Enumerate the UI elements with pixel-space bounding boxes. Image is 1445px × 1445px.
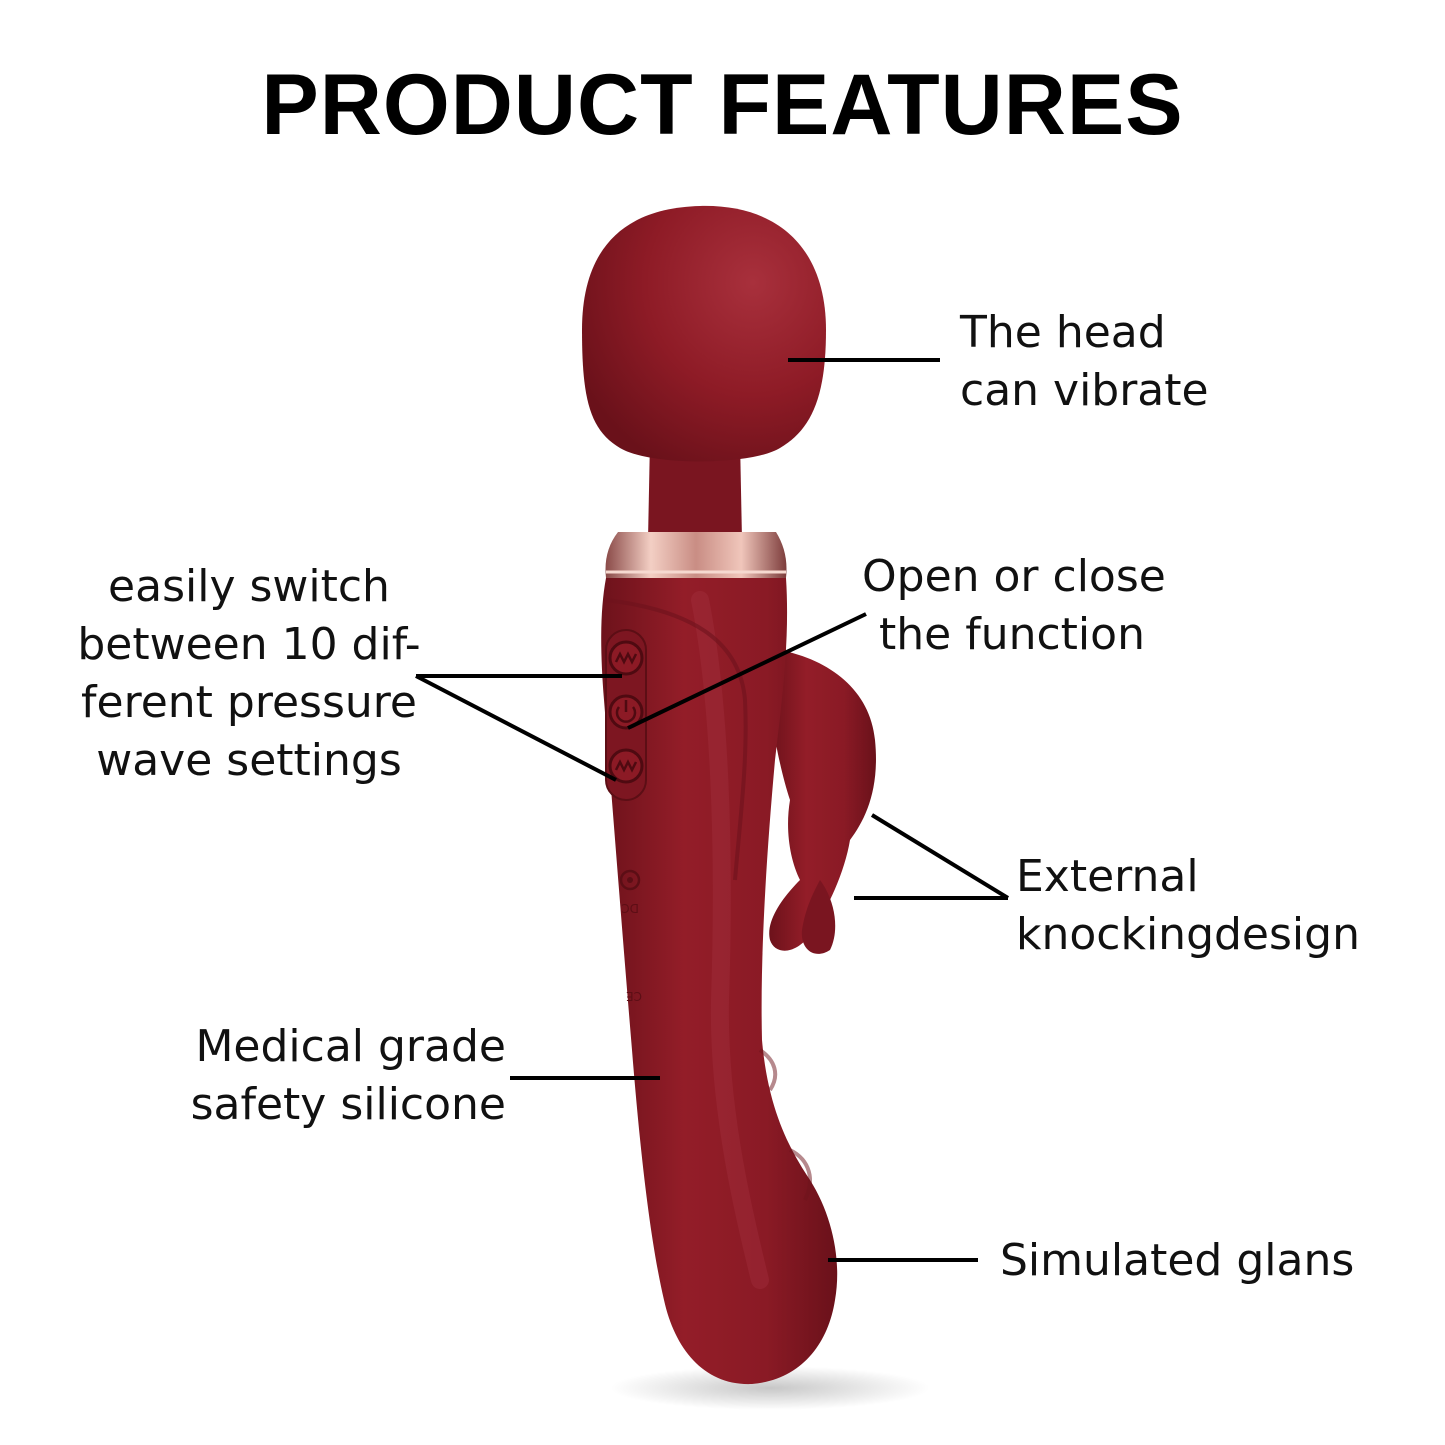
power-button[interactable] xyxy=(608,694,644,730)
mode-button-lower[interactable] xyxy=(608,748,644,784)
label-switch-line-1: easily switch xyxy=(108,561,390,612)
shaft-highlight xyxy=(691,591,769,1289)
mode-button-upper[interactable] xyxy=(608,640,644,676)
label-switch: easily switch between 10 dif- ferent pre… xyxy=(74,558,424,790)
label-external: External knockingdesign xyxy=(1016,848,1360,964)
label-power-line-2: the function xyxy=(879,609,1145,660)
label-glans-line-1: Simulated glans xyxy=(1000,1235,1355,1286)
label-external-line-1: External xyxy=(1016,851,1199,902)
callout-line-external-upper xyxy=(870,813,1010,900)
label-power-line-1: Open or close xyxy=(862,551,1166,602)
label-silicone-line-2: safety silicone xyxy=(190,1079,506,1130)
page-title: PRODUCT FEATURES xyxy=(261,57,1184,153)
tip-ridge-2 xyxy=(789,1148,812,1201)
label-glans: Simulated glans xyxy=(1000,1232,1354,1290)
metal-ring xyxy=(605,532,787,578)
label-switch-line-3: ferent pressure xyxy=(81,677,417,728)
label-switch-line-2: between 10 dif- xyxy=(77,619,421,670)
label-head-line-2: can vibrate xyxy=(960,365,1209,416)
rabbit-arm xyxy=(769,650,876,951)
dc-port-pin xyxy=(627,877,633,883)
label-head: The head can vibrate xyxy=(960,304,1209,420)
callout-line-power xyxy=(627,612,867,730)
ce-marking: CE xyxy=(626,989,642,1003)
wand-head xyxy=(582,205,826,462)
label-silicone-line-1: Medical grade xyxy=(195,1021,506,1072)
label-head-line-1: The head xyxy=(960,307,1166,358)
label-external-line-2: knockingdesign xyxy=(1016,909,1360,960)
label-power: Open or close the function xyxy=(862,548,1166,664)
dc-marking: DC xyxy=(621,901,639,915)
dc-port-icon xyxy=(619,869,641,891)
grip-ridge xyxy=(605,598,748,881)
label-silicone: Medical grade safety silicone xyxy=(150,1018,506,1134)
label-switch-line-4: wave settings xyxy=(96,735,402,786)
callout-lines xyxy=(415,358,1010,1262)
neck xyxy=(648,440,742,540)
rabbit-ear xyxy=(801,880,836,954)
floor-shadow xyxy=(610,1366,930,1410)
handle-shaft xyxy=(601,578,838,1385)
callout-line-switch-diagonal xyxy=(415,674,617,782)
tip-ridge-1 xyxy=(758,1048,778,1092)
